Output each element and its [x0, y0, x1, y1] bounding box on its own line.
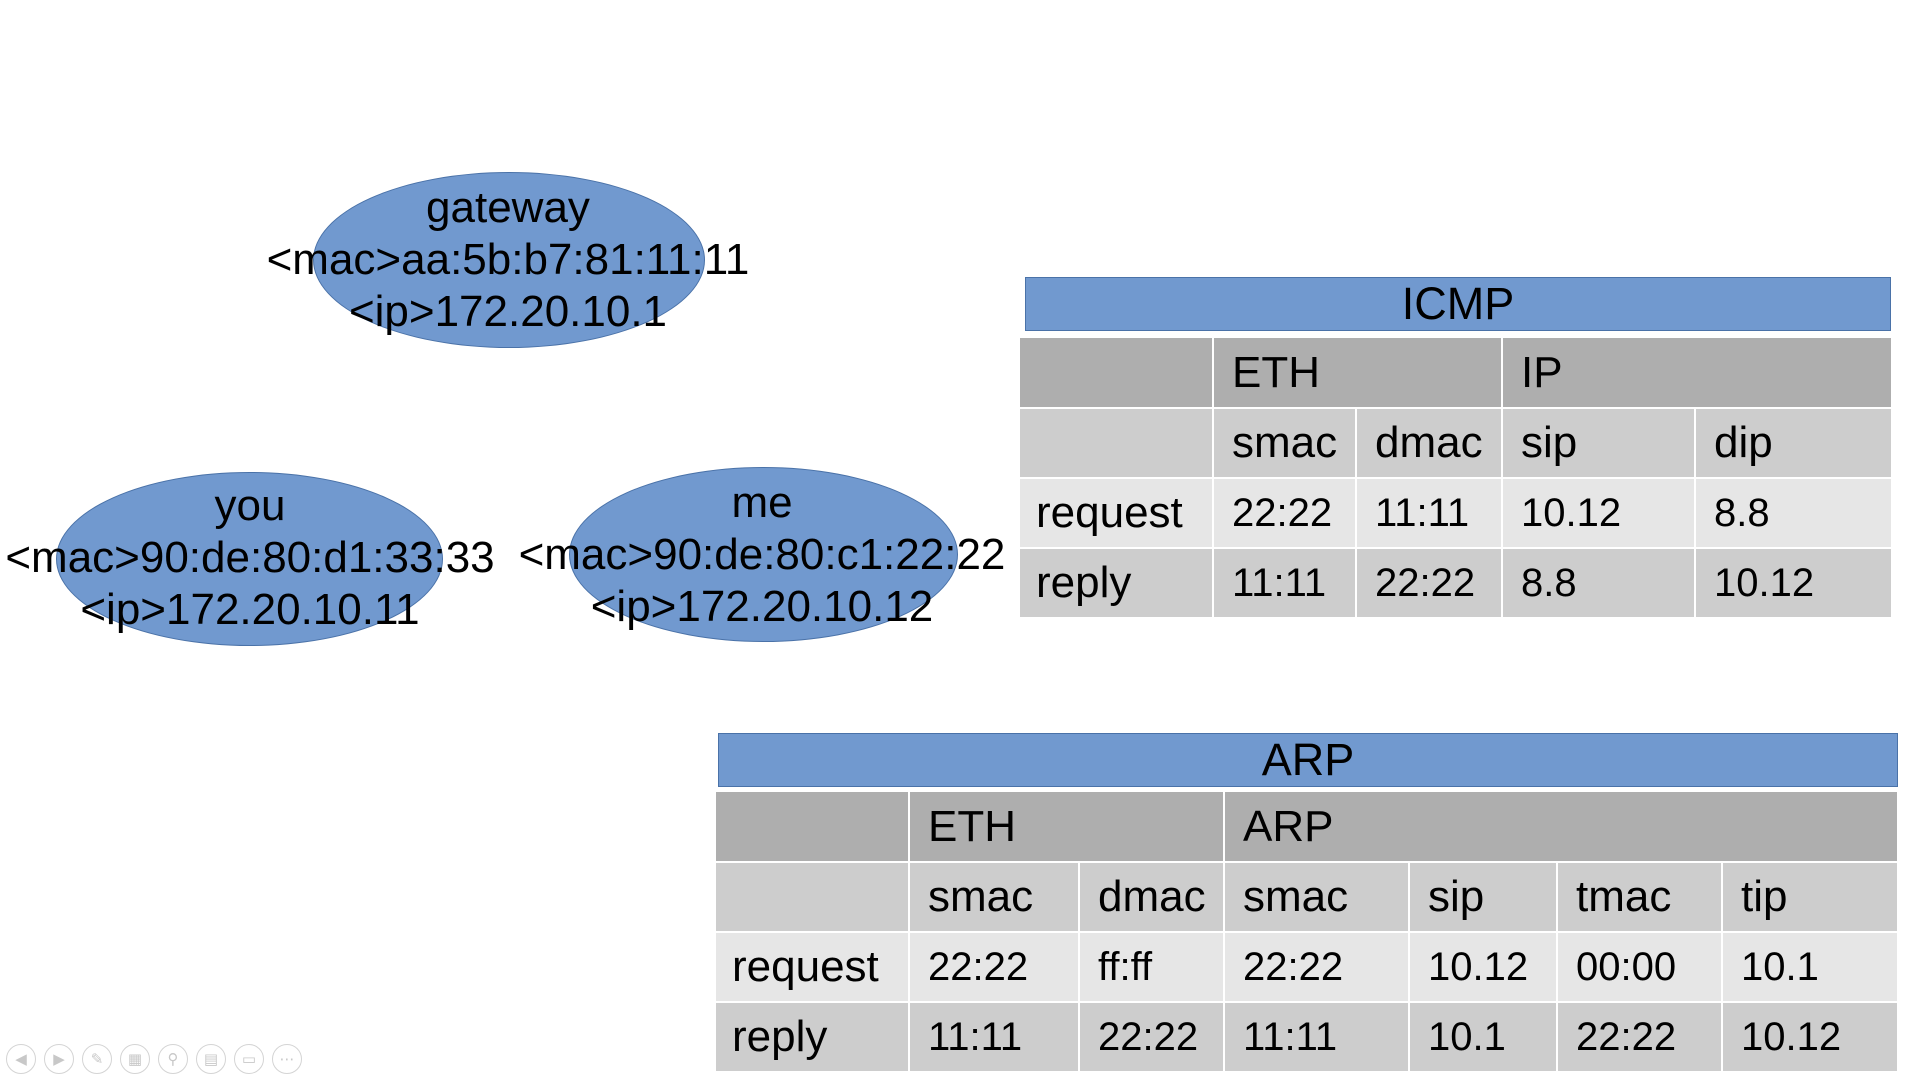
arp-row-label: request: [716, 932, 910, 1003]
icmp-col-empty: [1020, 408, 1214, 479]
icmp-col-dmac: dmac: [1356, 408, 1503, 479]
icmp-cell: 11:11: [1356, 478, 1503, 549]
me-name: me: [731, 478, 793, 527]
arp-cell: 10.12: [1409, 932, 1558, 1003]
arp-col-empty: [716, 862, 910, 933]
icmp-cell: 10.12: [1502, 478, 1696, 549]
arp-col-tmac: tmac: [1557, 862, 1723, 933]
icmp-row-label: request: [1020, 478, 1214, 549]
arp-title: ARP: [718, 733, 1898, 787]
arp-cell: 11:11: [1224, 1002, 1410, 1073]
arp-col-tip: tip: [1722, 862, 1900, 933]
arp-group-empty: [716, 792, 910, 863]
you-ip: <ip>172.20.10.11: [80, 585, 420, 634]
arp-group-arp: ARP: [1224, 792, 1900, 863]
slides-icon[interactable]: ▦: [120, 1044, 150, 1074]
icmp-col-sip: sip: [1502, 408, 1696, 479]
you-mac: <mac>90:de:80:d1:33:33: [5, 533, 495, 582]
gateway-node-label: gateway <mac>aa:5b:b7:81:11:11 <ip>172.2…: [258, 182, 758, 338]
arp-col-smac: smac: [909, 862, 1080, 933]
icmp-cell: 11:11: [1213, 548, 1357, 619]
zoom-icon[interactable]: ⚲: [158, 1044, 188, 1074]
arp-row-label: reply: [716, 1002, 910, 1073]
gateway-ip: <ip>172.20.10.1: [348, 287, 668, 336]
arp-cell: 10.1: [1409, 1002, 1558, 1073]
icmp-group-ip: IP: [1502, 338, 1894, 409]
icmp-cell: 10.12: [1695, 548, 1894, 619]
arp-cell: ff:ff: [1079, 932, 1225, 1003]
arp-cell: 22:22: [1224, 932, 1410, 1003]
arp-cell: 10.1: [1722, 932, 1900, 1003]
icmp-cell: 8.8: [1502, 548, 1696, 619]
you-node: [56, 472, 443, 646]
gateway-mac: <mac>aa:5b:b7:81:11:11: [266, 235, 750, 284]
arp-col-dmac: dmac: [1079, 862, 1225, 933]
arp-cell: 10.12: [1722, 1002, 1900, 1073]
icmp-cell: 8.8: [1695, 478, 1894, 549]
arp-cell: 00:00: [1557, 932, 1723, 1003]
icmp-cell: 22:22: [1213, 478, 1357, 549]
subtitles-icon[interactable]: ▤: [196, 1044, 226, 1074]
you-name: you: [214, 481, 286, 530]
slideshow-toolbar: ◀ ▶ ✎ ▦ ⚲ ▤ ▭ ⋯: [6, 1044, 302, 1074]
icmp-table: ETH IP smac dmac sip dip request 22:22 1…: [1020, 338, 1894, 619]
me-mac: <mac>90:de:80:c1:22:22: [518, 530, 1006, 579]
more-icon[interactable]: ⋯: [272, 1044, 302, 1074]
arp-group-eth: ETH: [909, 792, 1225, 863]
arp-col-sip: sip: [1409, 862, 1558, 933]
video-off-icon[interactable]: ▭: [234, 1044, 264, 1074]
pen-icon[interactable]: ✎: [82, 1044, 112, 1074]
arp-cell: 22:22: [909, 932, 1080, 1003]
icmp-col-smac: smac: [1213, 408, 1357, 479]
arp-cell: 22:22: [1557, 1002, 1723, 1073]
you-node-label: you <mac>90:de:80:d1:33:33 <ip>172.20.10…: [0, 480, 500, 636]
me-ip: <ip>172.20.10.12: [590, 582, 934, 631]
gateway-name: gateway: [426, 183, 590, 232]
me-node: [569, 467, 958, 642]
icmp-col-dip: dip: [1695, 408, 1894, 479]
icmp-row-label: reply: [1020, 548, 1214, 619]
arp-cell: 22:22: [1079, 1002, 1225, 1073]
gateway-node: [313, 172, 705, 348]
arp-col-smac: smac: [1224, 862, 1410, 933]
next-icon[interactable]: ▶: [44, 1044, 74, 1074]
icmp-cell: 22:22: [1356, 548, 1503, 619]
me-node-label: me <mac>90:de:80:c1:22:22 <ip>172.20.10.…: [512, 477, 1012, 633]
icmp-group-empty: [1020, 338, 1214, 409]
arp-table: ETH ARP smac dmac smac sip tmac tip requ…: [716, 792, 1900, 1073]
arp-cell: 11:11: [909, 1002, 1080, 1073]
icmp-group-eth: ETH: [1213, 338, 1503, 409]
icmp-title: ICMP: [1025, 277, 1891, 331]
previous-icon[interactable]: ◀: [6, 1044, 36, 1074]
